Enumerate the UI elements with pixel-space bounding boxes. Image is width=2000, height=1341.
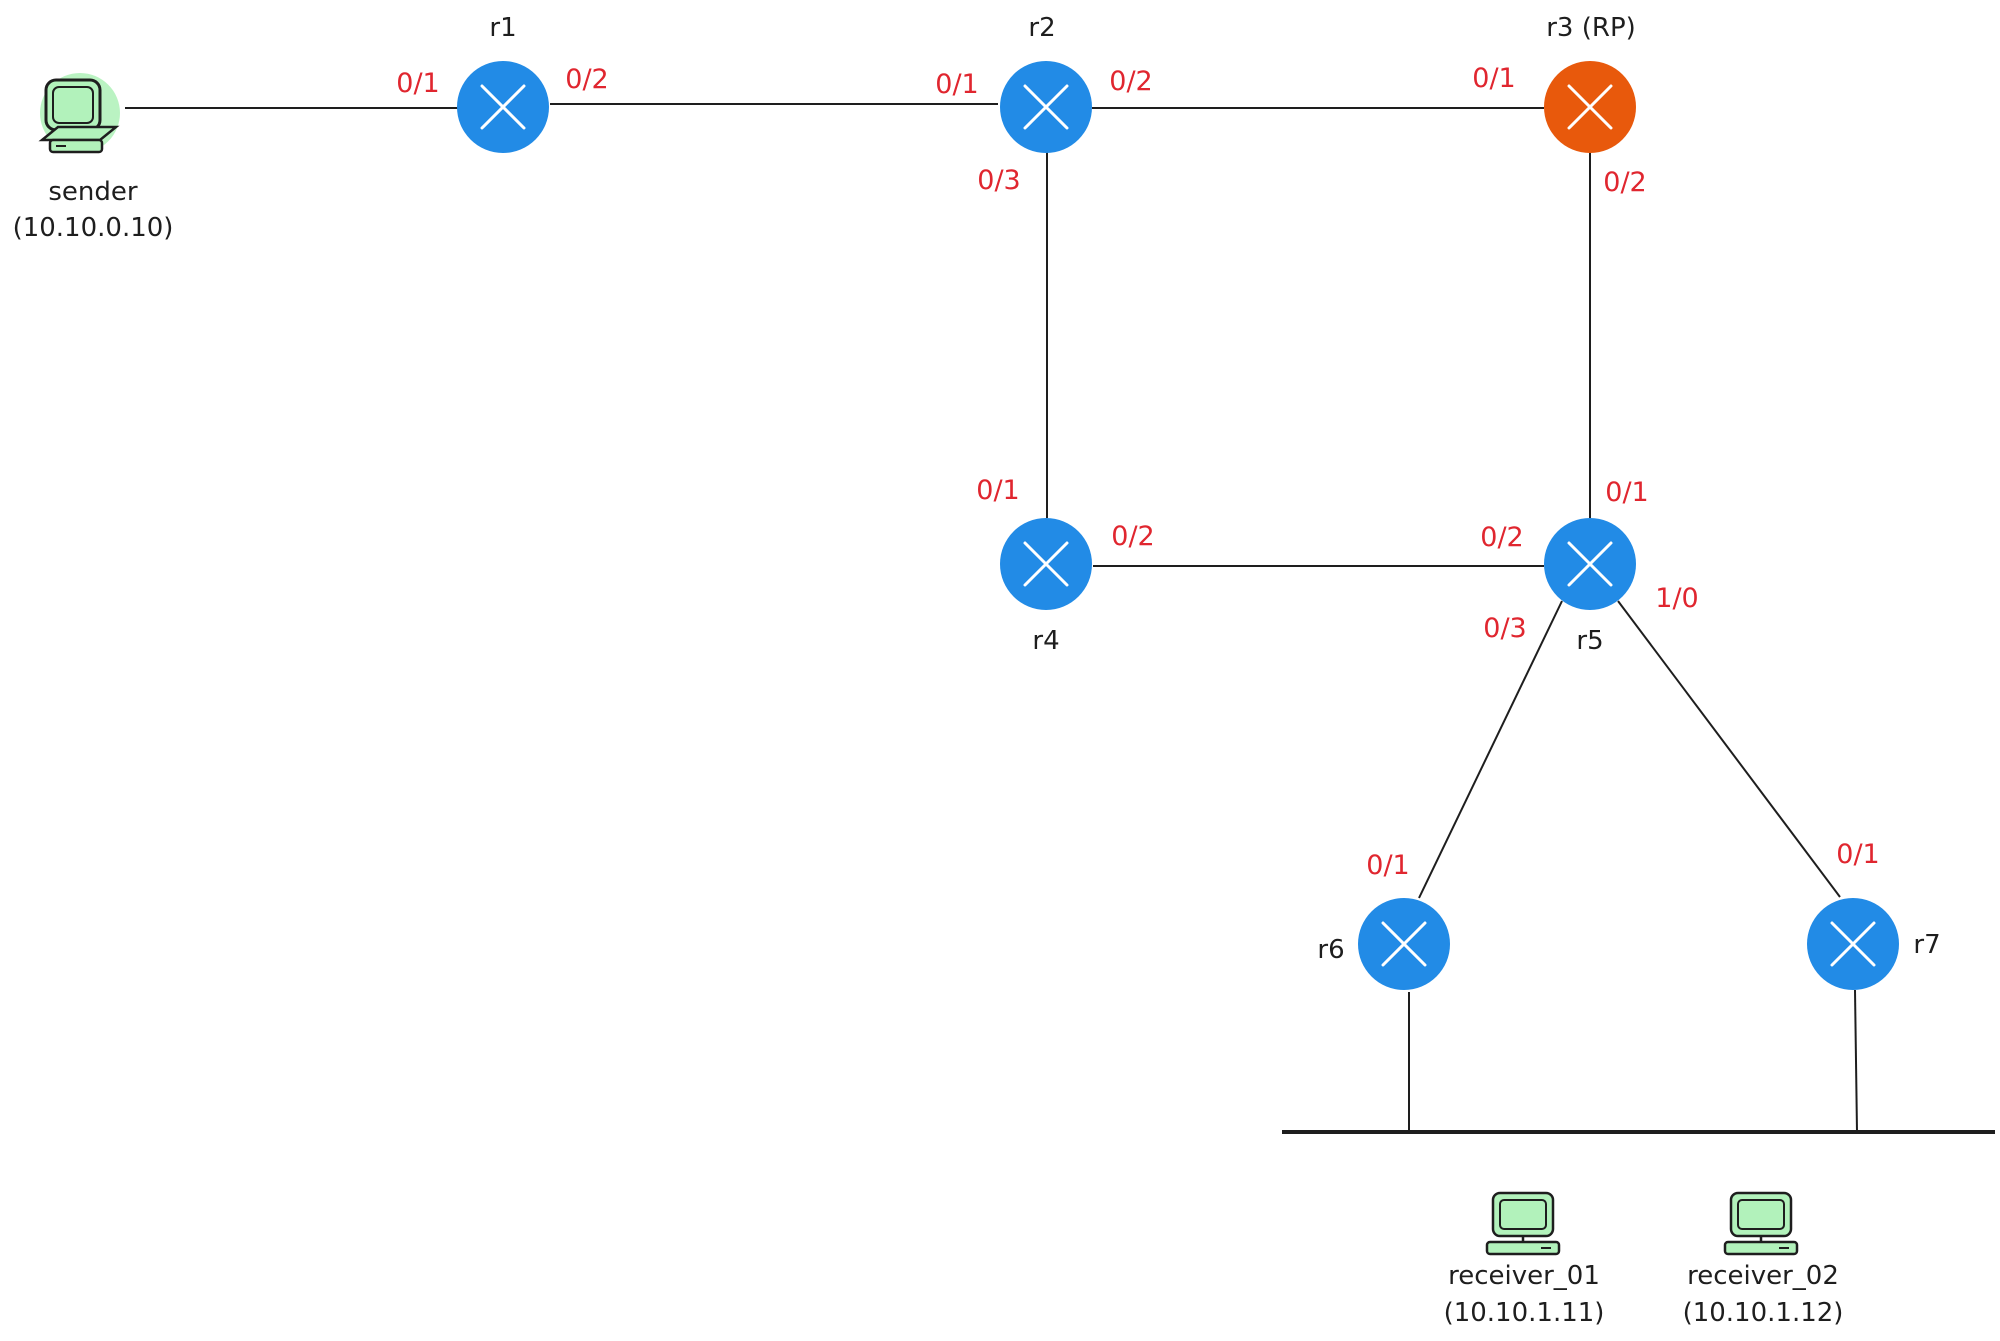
router-label-r3: r3 (RP) xyxy=(1546,13,1636,43)
cross-icon xyxy=(1567,84,1613,130)
host-name-receiver-02: receiver_02 xyxy=(1687,1261,1839,1291)
host-receiver-02 xyxy=(1723,1191,1799,1256)
host-ip-sender: (10.10.0.10) xyxy=(13,213,174,243)
port-label-r1-0-2: 0/2 xyxy=(565,64,608,95)
port-label-r4-0-2: 0/2 xyxy=(1111,521,1154,552)
cross-icon xyxy=(1567,541,1613,587)
router-r2 xyxy=(1000,61,1092,153)
router-label-r4: r4 xyxy=(1032,626,1059,656)
host-receiver-01 xyxy=(1485,1191,1561,1256)
router-r3-rp xyxy=(1544,61,1636,153)
port-label-r7-0-1: 0/1 xyxy=(1836,839,1879,870)
host-ip-receiver-01: (10.10.1.11) xyxy=(1444,1298,1605,1328)
cross-icon xyxy=(1381,921,1427,967)
link-r5-r6 xyxy=(1418,600,1563,899)
router-label-r6: r6 xyxy=(1317,935,1344,965)
router-label-r2: r2 xyxy=(1028,13,1055,43)
port-label-r1-0-1: 0/1 xyxy=(396,68,439,99)
cross-icon xyxy=(1023,541,1069,587)
port-label-r2-0-3: 0/3 xyxy=(977,165,1020,196)
router-r4 xyxy=(1000,518,1092,610)
port-label-r5-1-0: 1/0 xyxy=(1655,583,1698,614)
host-name-sender: sender xyxy=(48,177,138,207)
port-label-r2-0-1: 0/1 xyxy=(935,69,978,100)
port-label-r3-0-2: 0/2 xyxy=(1603,167,1646,198)
host-ip-receiver-02: (10.10.1.12) xyxy=(1683,1298,1844,1328)
router-label-r1: r1 xyxy=(489,13,516,43)
port-label-r5-0-3: 0/3 xyxy=(1483,613,1526,644)
router-label-r5: r5 xyxy=(1576,626,1603,656)
port-label-r3-0-1: 0/1 xyxy=(1472,63,1515,94)
router-label-r7: r7 xyxy=(1913,930,1940,960)
cross-icon xyxy=(480,84,526,130)
port-label-r5-0-2: 0/2 xyxy=(1480,522,1523,553)
router-r5 xyxy=(1544,518,1636,610)
link-r7-lan xyxy=(1854,989,1858,1133)
computer-icon xyxy=(1485,1191,1561,1256)
port-label-r4-0-1: 0/1 xyxy=(976,475,1019,506)
router-r1 xyxy=(457,61,549,153)
computer-icon xyxy=(38,73,120,154)
host-sender xyxy=(38,73,120,154)
port-label-r5-0-1: 0/1 xyxy=(1605,477,1648,508)
port-label-r6-0-1: 0/1 xyxy=(1366,850,1409,881)
computer-icon xyxy=(1723,1191,1799,1256)
port-label-r2-0-2: 0/2 xyxy=(1109,66,1152,97)
link-r5-r7 xyxy=(1617,600,1841,898)
router-r7 xyxy=(1807,898,1899,990)
host-name-receiver-01: receiver_01 xyxy=(1448,1261,1600,1291)
links xyxy=(125,103,1995,1134)
router-r6 xyxy=(1358,898,1450,990)
cross-icon xyxy=(1023,84,1069,130)
cross-icon xyxy=(1830,921,1876,967)
